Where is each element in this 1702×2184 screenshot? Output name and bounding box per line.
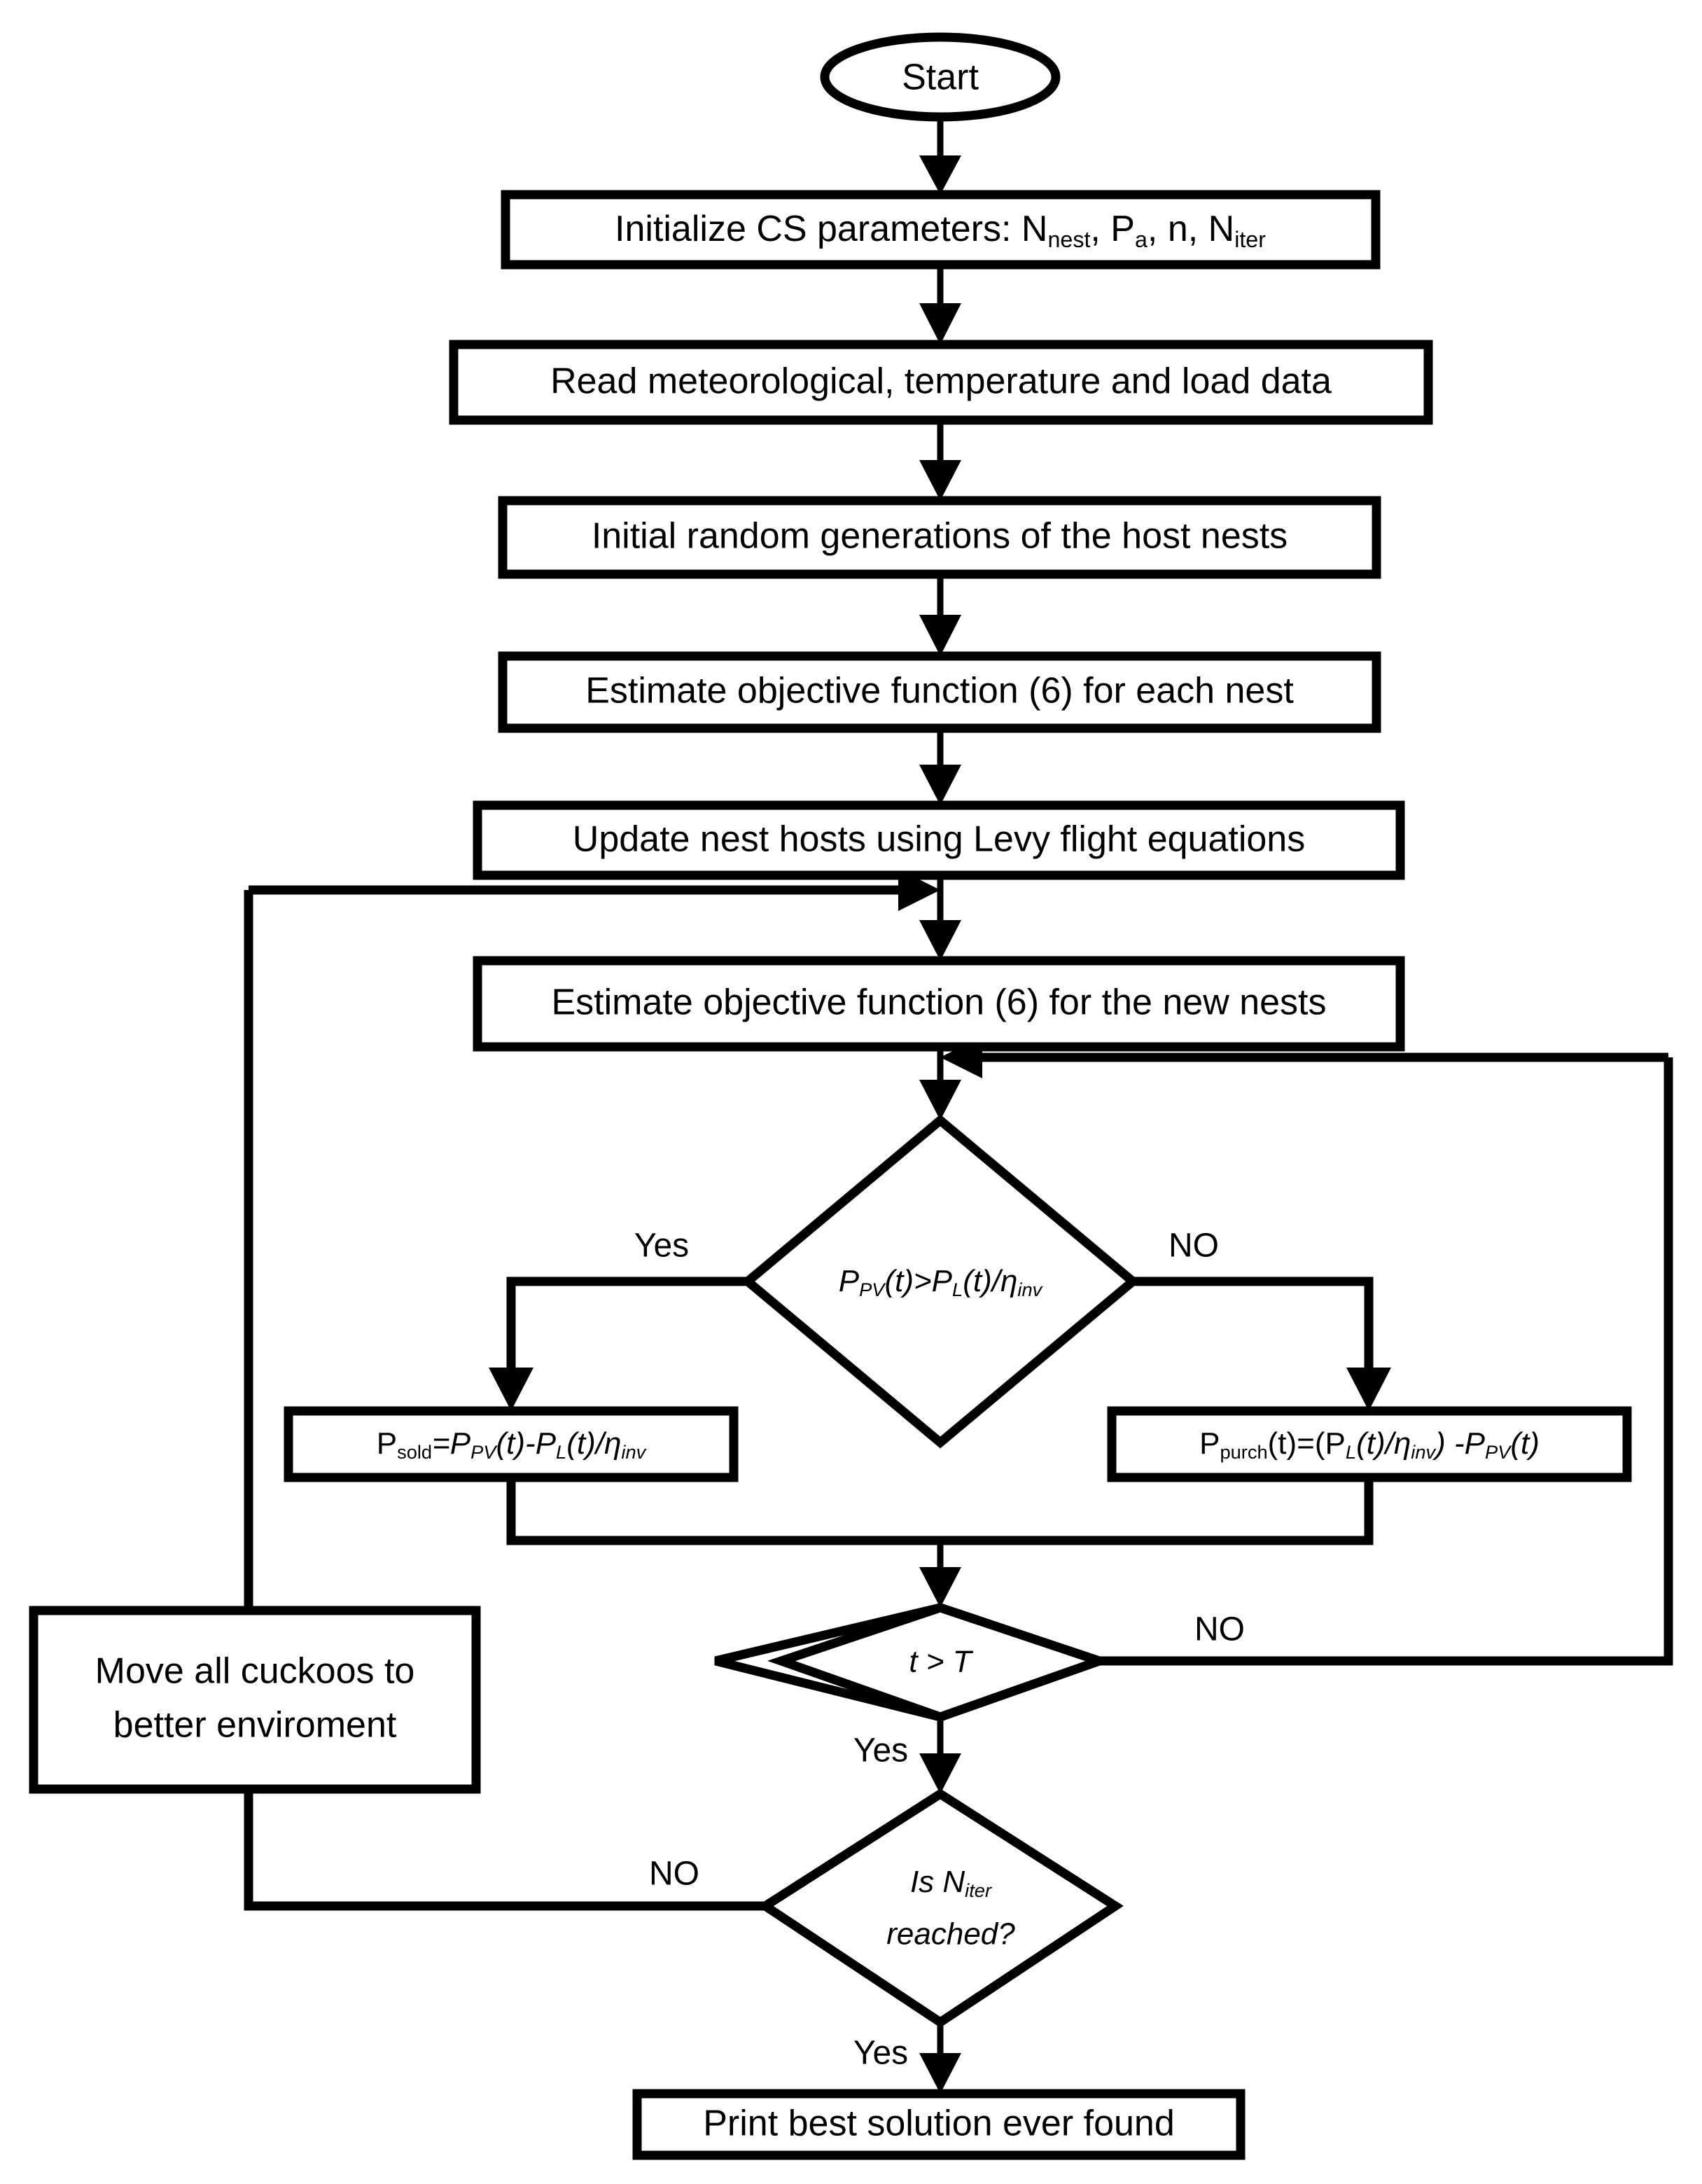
node-decision-niter[interactable]: Is Niter reached? (757, 1788, 1124, 2028)
dec-pv-m1: (t)>P (884, 1264, 952, 1298)
edge-label-t-no: NO (1194, 1611, 1245, 1648)
ppurch-s1: purch (1220, 1441, 1267, 1463)
node-update-levy-label: Update nest hosts using Levy flight equa… (573, 819, 1305, 860)
node-estimate-new-label: Estimate objective function (6) for the … (552, 982, 1327, 1023)
move-cuckoos-line2: better enviroment (113, 1705, 397, 1746)
node-init-label: Initialize CS parameters: N (615, 209, 1047, 249)
psold-eta: η (604, 1426, 621, 1461)
node-read-data[interactable]: Read meteorological, temperature and loa… (449, 340, 1433, 425)
node-init-params[interactable]: Initialize CS parameters: Nnest, Pa, n, … (501, 190, 1381, 270)
node-init-random-label: Initial random generations of the host n… (592, 516, 1288, 557)
edge-label-pv-yes: Yes (634, 1227, 689, 1265)
node-init-sub-a: a (1135, 227, 1148, 252)
svg-text:Psold=PPV(t)-PL(t)/ηinv: Psold=PPV(t)-PL(t)/ηinv (377, 1426, 647, 1463)
node-read-data-label: Read meteorological, temperature and loa… (550, 361, 1332, 402)
dec-pv-p1: P (839, 1264, 860, 1298)
node-init-mid2: , n, N (1148, 209, 1234, 249)
edge-psold-to-bus (506, 1477, 940, 1545)
edge-estimate-each-to-update (919, 728, 961, 805)
edge-label-niter-no: NO (649, 1856, 699, 1893)
dec-pv-s3: inv (1017, 1279, 1042, 1300)
dec-pv-eta: η (1000, 1264, 1017, 1298)
node-p-sold[interactable]: Psold=PPV(t)-PL(t)/ηinv (284, 1406, 739, 1482)
svg-text:Is Niter: Is Niter (910, 1865, 992, 1902)
ppurch-s3: inv (1411, 1441, 1436, 1463)
move-cuckoos-line1: Move all cuckoos to (95, 1651, 415, 1692)
psold-s3: L (556, 1441, 566, 1463)
psold-p1: P (377, 1426, 397, 1461)
niter-line1: Is N (910, 1865, 965, 1899)
node-update-levy[interactable]: Update nest hosts using Levy flight equa… (473, 800, 1405, 880)
node-p-purch[interactable]: Ppurch(t)=(PL(t)/ηinv) -PPV(t) (1107, 1406, 1632, 1482)
psold-s1: sold (397, 1441, 432, 1463)
edge-initrandom-to-estimate-each (919, 574, 961, 656)
edge-read-to-initrandom (919, 420, 961, 501)
edge-label-niter-yes: Yes (853, 2035, 908, 2072)
node-init-sub-nest: nest (1047, 227, 1090, 252)
ppurch-eta: η (1394, 1426, 1411, 1461)
psold-m3: (t)/ (566, 1426, 607, 1461)
node-start[interactable]: Start (820, 32, 1061, 122)
ppurch-m1: (t)=(P (1268, 1426, 1346, 1461)
node-init-sub-iter: iter (1234, 227, 1266, 252)
node-print-best-label: Print best solution ever found (703, 2103, 1175, 2144)
node-move-cuckoos[interactable]: Move all cuckoos to better enviroment (29, 1606, 481, 1794)
niter-line2: reached? (886, 1917, 1015, 1952)
node-decision-t-label: t > T (909, 1645, 973, 1679)
psold-m1: =P (432, 1426, 471, 1461)
psold-m2: (t)-P (496, 1426, 557, 1461)
edge-decision-niter-yes (919, 2022, 961, 2094)
edge-decision-pv-yes (489, 1277, 748, 1411)
node-init-mid1: , P (1090, 209, 1135, 249)
dec-pv-m2: (t)/ (963, 1264, 1003, 1298)
edge-decision-t-no (1099, 1057, 1673, 1666)
node-estimate-each-label: Estimate objective function (6) for each… (585, 671, 1294, 711)
edge-decision-pv-no (1133, 1277, 1391, 1411)
edge-label-t-yes: Yes (853, 1732, 908, 1769)
ppurch-p1: P (1199, 1426, 1220, 1461)
edge-start-to-init (919, 114, 961, 195)
edge-init-to-read (919, 265, 961, 345)
ppurch-m3: ) -P (1432, 1426, 1486, 1461)
node-estimate-each[interactable]: Estimate objective function (6) for each… (498, 651, 1381, 733)
node-decision-pv[interactable]: PPV(t)>PL(t)/ηinv (740, 1114, 1141, 1449)
svg-text:Initialize CS parameters: Nnes: Initialize CS parameters: Nnest, Pa, n, … (615, 209, 1266, 252)
ppurch-s2: L (1346, 1441, 1356, 1463)
node-init-random[interactable]: Initial random generations of the host n… (498, 496, 1381, 579)
edge-update-to-estimate-new (919, 875, 961, 961)
ppurch-m2: (t)/ (1356, 1426, 1397, 1461)
edge-decision-t-yes (919, 1717, 961, 1794)
psold-s4: inv (621, 1441, 646, 1463)
edge-estimate-new-to-decision (919, 1047, 961, 1120)
niter-line1-sub: iter (965, 1879, 992, 1901)
edge-bus-to-decision-t (919, 1540, 961, 1608)
node-start-label: Start (902, 57, 979, 98)
psold-s2: PV (470, 1441, 498, 1463)
edge-label-pv-no: NO (1169, 1227, 1219, 1265)
dec-pv-s1: PV (859, 1279, 886, 1300)
svg-text:Ppurch(t)=(PL(t)/ηinv) -PPV(t): Ppurch(t)=(PL(t)/ηinv) -PPV(t) (1199, 1426, 1540, 1463)
ppurch-s4: PV (1485, 1441, 1512, 1463)
node-estimate-new[interactable]: Estimate objective function (6) for the … (473, 956, 1405, 1052)
edge-decision-niter-no (244, 1789, 765, 1911)
node-print-best[interactable]: Print best solution ever found (632, 2089, 1246, 2160)
ppurch-m4: (t) (1510, 1426, 1540, 1461)
svg-text:PPV(t)>PL(t)/ηinv: PPV(t)>PL(t)/ηinv (839, 1264, 1043, 1301)
node-decision-t[interactable]: t > T (714, 1603, 1114, 1722)
edge-ppurch-to-bus (940, 1477, 1374, 1545)
dec-pv-s2: L (952, 1279, 963, 1300)
